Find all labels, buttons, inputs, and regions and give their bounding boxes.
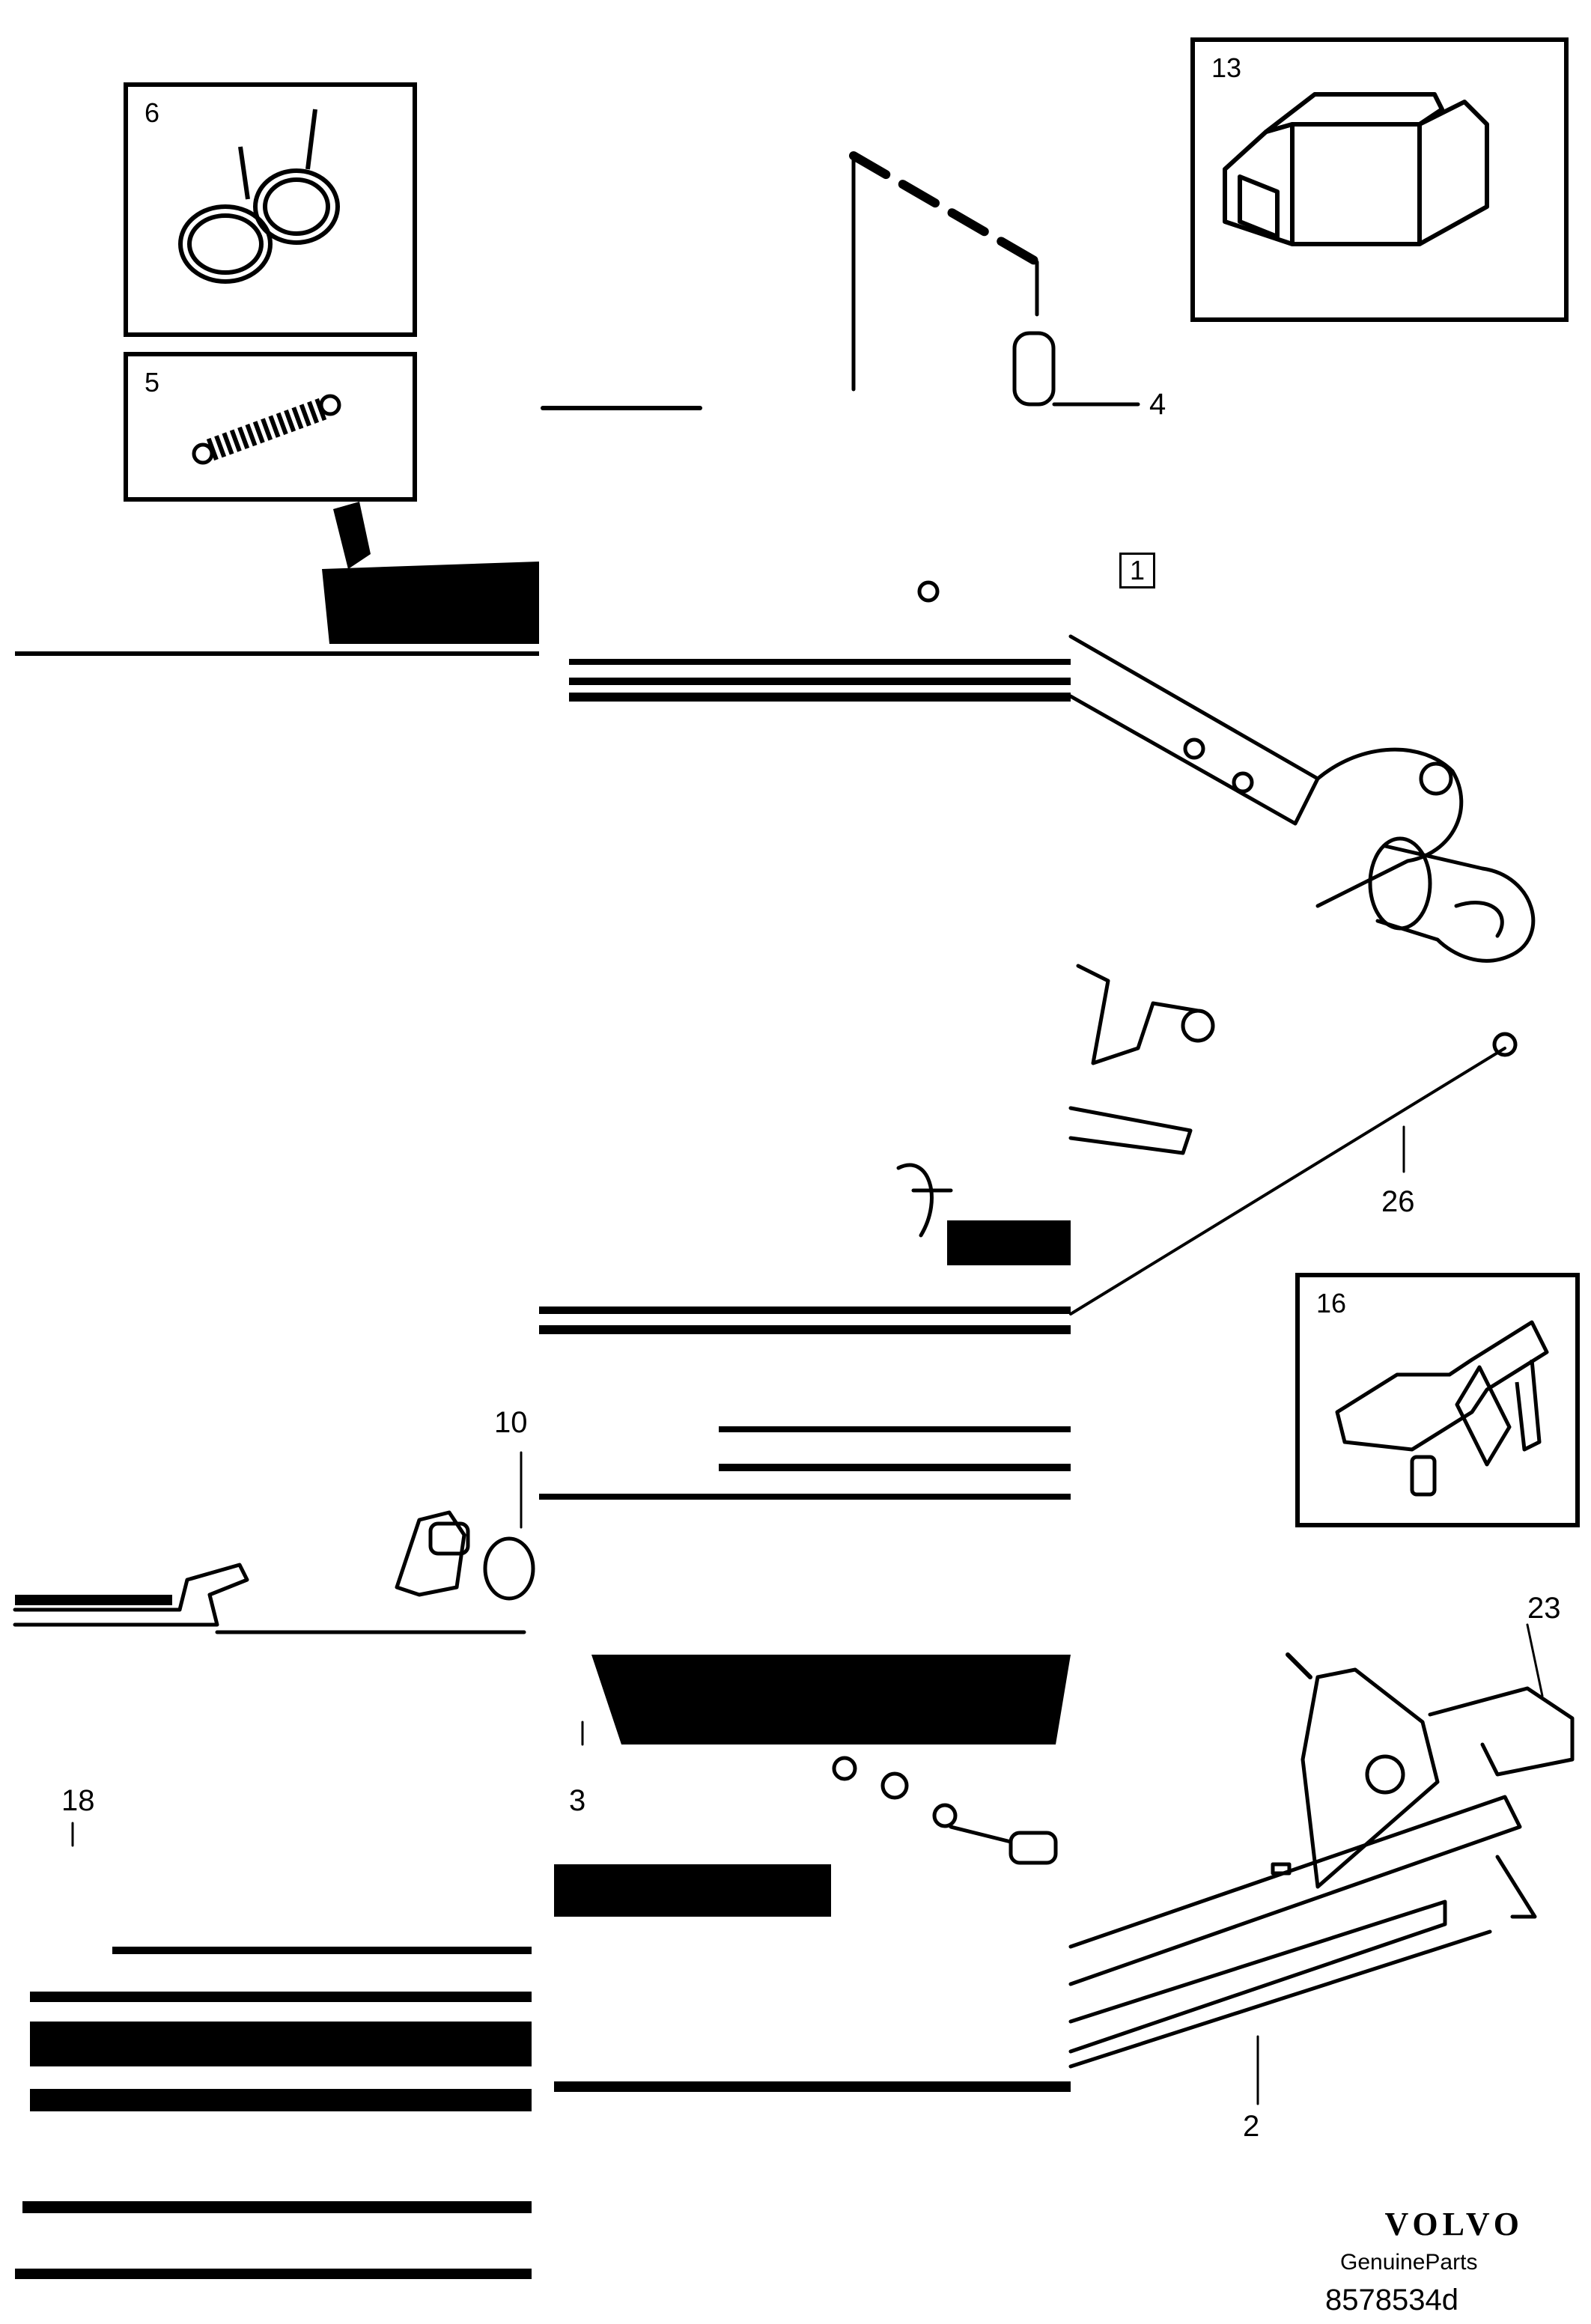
torsion-spring-icon [178,109,340,284]
cable-dashed [849,151,1041,267]
brand-tagline: GenuineParts [1340,2250,1478,2275]
inset-part-13: 13 [1190,37,1569,322]
inset-part-5: 5 [124,352,417,502]
rail-bracket [1301,1667,1440,1889]
callout-10: 10 [494,1406,528,1439]
callout-6: 6 [145,97,160,128]
callout-23: 23 [1527,1592,1561,1625]
seat-frame-arm [1068,634,1320,826]
clip-icon [1335,1320,1549,1497]
extension-spring-icon [192,394,341,465]
inset-part-6: 6 [124,82,417,337]
connector-icon [1223,92,1489,246]
latch-part [1428,1686,1575,1777]
callout-5: 5 [145,367,160,398]
callout-13: 13 [1211,52,1242,83]
callout-2: 2 [1243,2110,1260,2143]
cable-end [1012,331,1056,407]
callout-26: 26 [1381,1185,1415,1218]
inset-part-16: 16 [1295,1273,1580,1527]
brand-logo: VOLVO [1384,2206,1524,2242]
rod-part [1069,1047,1506,1315]
callout-18: 18 [61,1784,95,1817]
seat-rail [1068,1795,1522,1986]
callout-16: 16 [1316,1288,1347,1318]
stud-part [395,1510,466,1597]
recliner-knob [1375,844,1536,963]
boxed-label-1: 1 [1119,553,1155,588]
frame-rails [15,502,1071,2279]
callout-4: 4 [1149,388,1166,421]
callout-3: 3 [569,1784,586,1817]
diagram-code: 8578534d [1325,2284,1458,2317]
